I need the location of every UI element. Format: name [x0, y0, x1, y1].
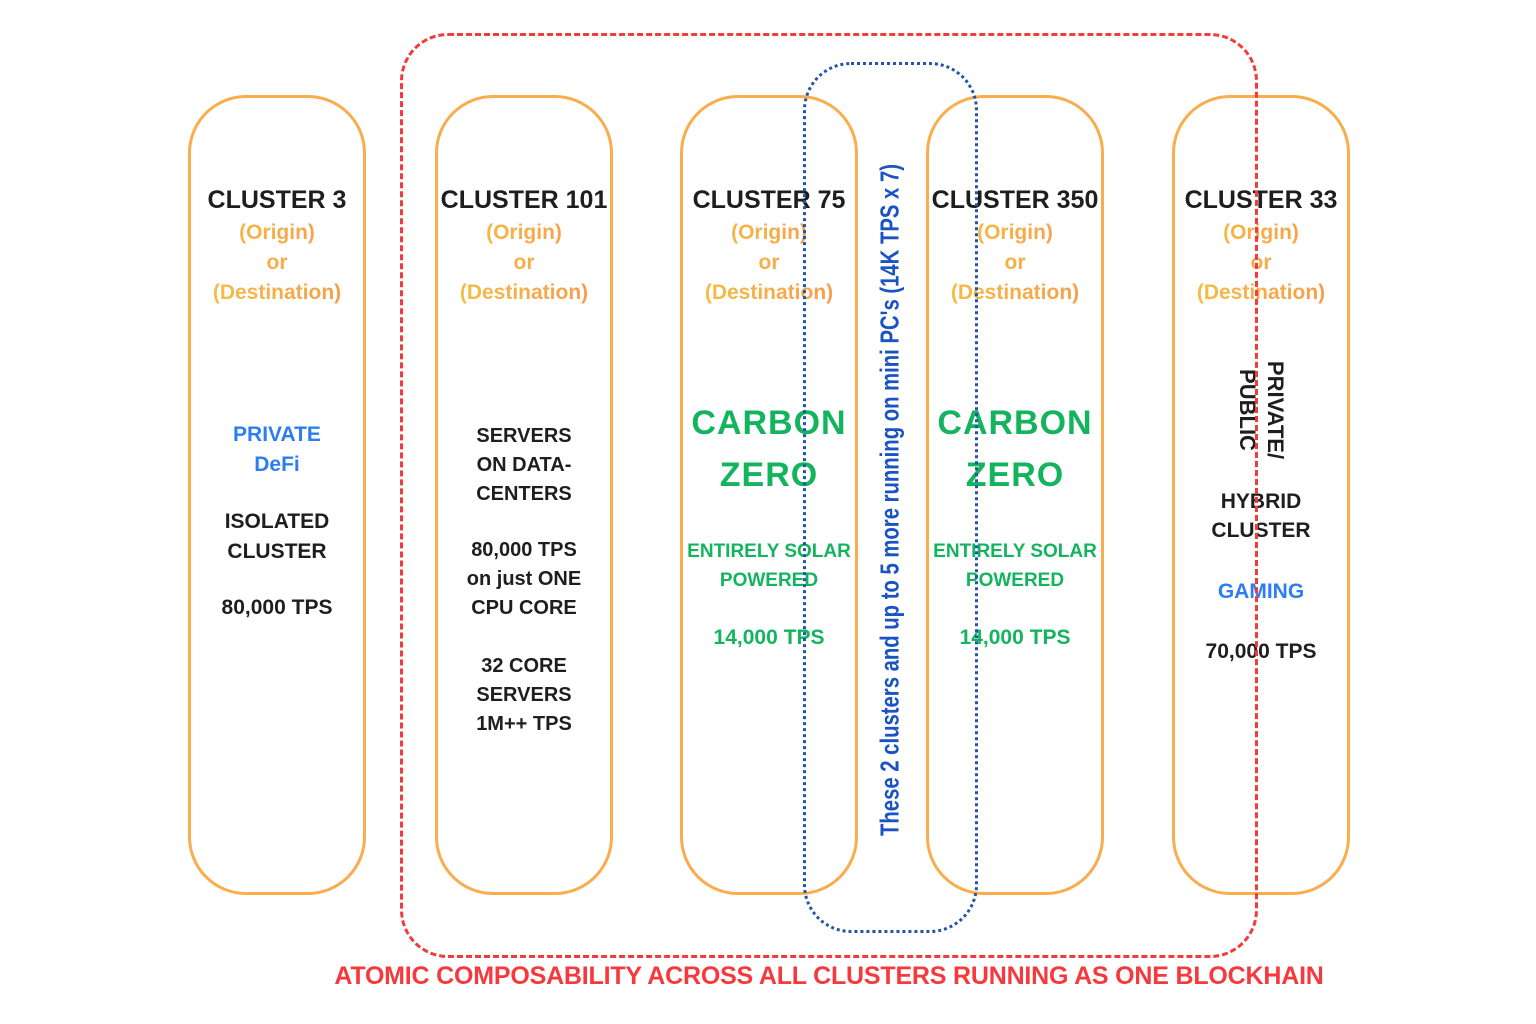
- atomic-composability-boundary: [400, 33, 1258, 958]
- or-label: or: [266, 251, 288, 274]
- description-line: SERVERS: [476, 425, 572, 447]
- cluster-type-label: GAMING: [1217, 580, 1305, 603]
- mini-pc-note: These 2 clusters and up to 5 more runnin…: [874, 164, 905, 836]
- description-line: CPU CORE: [471, 597, 577, 619]
- description-line: CLUSTER: [227, 540, 327, 563]
- destination-label: (Destination): [212, 281, 342, 304]
- cluster-title: CLUSTER 75: [692, 186, 846, 214]
- cluster-title: CLUSTER 3: [207, 186, 347, 214]
- carbon-line: ZERO: [965, 456, 1065, 494]
- cluster-type-label: PRIVATE DeFi: [181, 420, 373, 480]
- cluster-33-box: CLUSTER 33 (Origin) or (Destination) PRI…: [1172, 95, 1350, 895]
- carbon-line: CARBON: [937, 404, 1093, 442]
- tps-value: 80,000 TPS: [221, 596, 333, 619]
- type-line: PRIVATE: [233, 423, 321, 446]
- type-line: DeFi: [254, 453, 300, 476]
- description-line: CENTERS: [476, 483, 572, 505]
- solar-line: POWERED: [965, 570, 1065, 591]
- cluster-101-box: CLUSTER 101 (Origin) or (Destination) SE…: [435, 95, 613, 895]
- cluster-title: CLUSTER 101: [440, 186, 608, 214]
- description-line: ISOLATED: [224, 510, 330, 533]
- solar-line: ENTIRELY SOLAR: [933, 541, 1097, 562]
- solar-line: POWERED: [719, 570, 819, 591]
- origin-label: (Origin): [239, 221, 315, 244]
- description-line: 80,000 TPS: [471, 539, 577, 561]
- solar-powered-label: ENTIRELY SOLAR POWERED: [673, 537, 865, 595]
- origin-destination-header: (Origin) or (Destination): [183, 218, 371, 308]
- atomic-composability-label: ATOMIC COMPOSABILITY ACROSS ALL CLUSTERS…: [334, 962, 1324, 990]
- cluster-350-box: CLUSTER 350 (Origin) or (Destination) CA…: [926, 95, 1104, 895]
- description-line: CLUSTER: [1211, 519, 1311, 542]
- solar-powered-label: ENTIRELY SOLAR POWERED: [919, 537, 1111, 595]
- carbon-zero-label: CARBON ZERO: [919, 397, 1111, 501]
- description-line: HYBRID: [1220, 490, 1302, 513]
- rotated-line: PRIVATE/: [1263, 360, 1288, 460]
- tps-value: 70,000 TPS: [1205, 640, 1317, 663]
- core-servers-description: 32 CORE SERVERS 1M++ TPS: [428, 652, 620, 739]
- description-line: SERVERS: [476, 684, 572, 706]
- tps-per-core-description: 80,000 TPS on just ONE CPU CORE: [428, 536, 620, 623]
- cluster-title: CLUSTER 33: [1184, 186, 1338, 214]
- mini-pc-clusters-boundary: [803, 62, 978, 933]
- servers-description: SERVERS ON DATA- CENTERS: [428, 422, 620, 509]
- cluster-3-box: CLUSTER 3 (Origin) or (Destination) PRIV…: [188, 95, 366, 895]
- description-line: 32 CORE: [481, 655, 567, 677]
- carbon-line: ZERO: [719, 456, 819, 494]
- carbon-line: CARBON: [691, 404, 847, 442]
- solar-line: ENTIRELY SOLAR: [687, 541, 851, 562]
- description-line: ON DATA-: [476, 454, 572, 476]
- tps-value: 14,000 TPS: [959, 626, 1071, 649]
- description-line: 1M++ TPS: [476, 713, 572, 735]
- cluster-description: ISOLATED CLUSTER: [181, 507, 373, 567]
- carbon-zero-label: CARBON ZERO: [673, 397, 865, 501]
- description-line: on just ONE: [466, 568, 582, 590]
- tps-value: 14,000 TPS: [713, 626, 825, 649]
- cluster-75-box: CLUSTER 75 (Origin) or (Destination) CAR…: [680, 95, 858, 895]
- cluster-description: HYBRID CLUSTER: [1165, 487, 1357, 545]
- cluster-title: CLUSTER 350: [931, 186, 1099, 214]
